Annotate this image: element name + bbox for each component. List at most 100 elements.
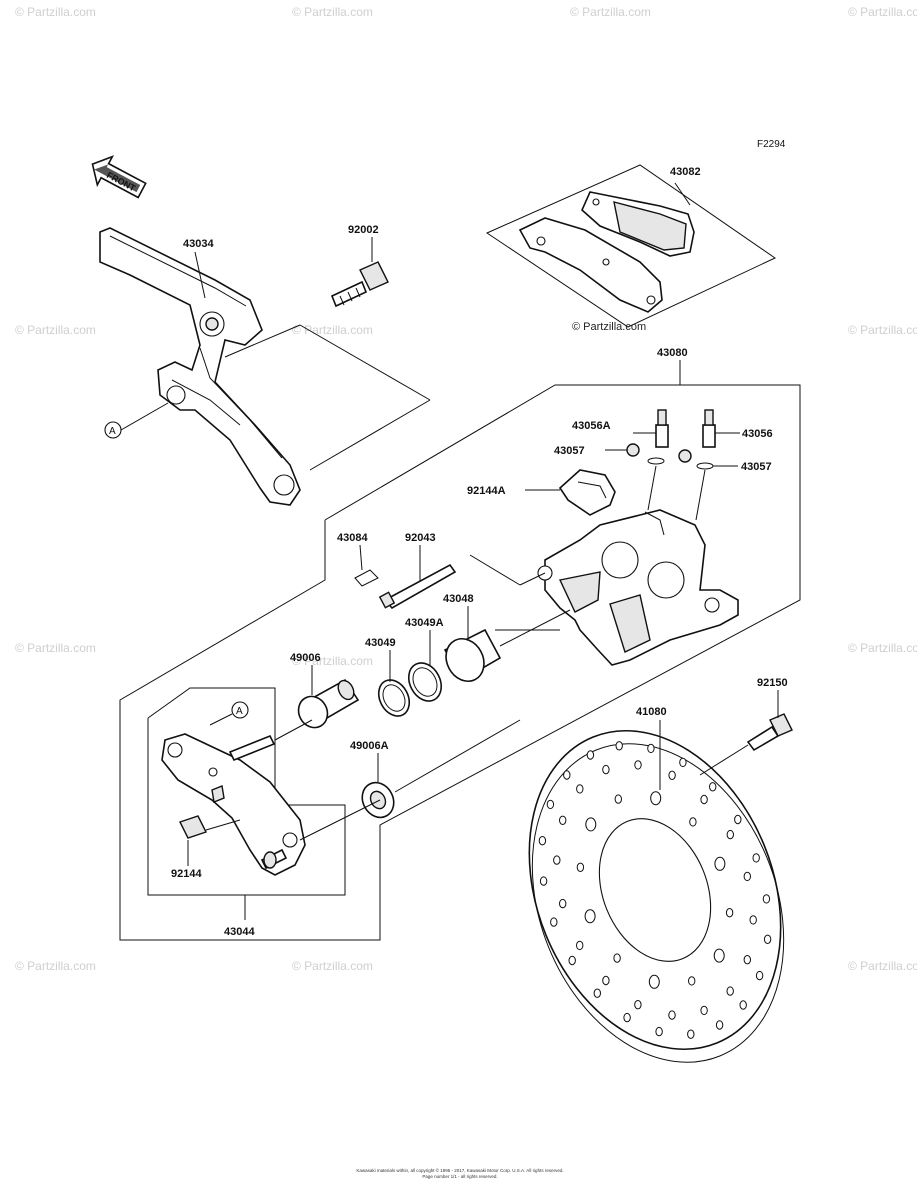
disc-hole — [726, 829, 734, 840]
part-label: 49006 — [290, 652, 321, 664]
disc-hole — [613, 953, 621, 963]
part-label: 43082 — [670, 166, 701, 178]
part-label: 92043 — [405, 532, 436, 544]
disc-hole — [714, 856, 726, 871]
part-label: 43056A — [572, 420, 611, 432]
disc-hole — [586, 750, 595, 760]
disc-hole — [553, 855, 561, 865]
caliper-bracket: 43034 A — [99, 227, 431, 506]
bolt-92002: 92002 — [330, 224, 389, 308]
disc-holes — [538, 741, 772, 1039]
disc-hole — [647, 743, 655, 754]
caliper-assembly: 43080 — [119, 347, 801, 941]
disc-hole — [743, 871, 751, 882]
part-label: 43049 — [365, 637, 396, 649]
watermark: © Partzilla.com — [15, 641, 96, 655]
disc-hole — [679, 757, 687, 768]
disc-hole — [538, 836, 547, 846]
part-label: 92144 — [171, 868, 202, 880]
disc-hole — [584, 909, 596, 924]
part-label: 43034 — [183, 238, 214, 250]
bolt-92150: 92150 — [699, 677, 793, 776]
disc-hole — [623, 1012, 631, 1023]
disc-hole — [634, 1000, 642, 1010]
disc-hole — [700, 794, 708, 805]
watermark: © Partzilla.com — [15, 959, 96, 973]
disc-hole — [688, 976, 696, 986]
disc-hole — [559, 898, 567, 909]
disc-hole — [734, 814, 742, 825]
disc-hole — [593, 988, 601, 998]
bleeder-valves: 43056A 43056 43057 43057 — [554, 409, 773, 521]
disc-hole — [762, 894, 771, 904]
disc-hole — [743, 955, 751, 965]
disc-hole — [585, 817, 597, 832]
watermark: © Partzilla.com — [848, 959, 917, 973]
part-label: 43057 — [554, 445, 585, 457]
part-label: 43049A — [405, 617, 444, 629]
pad-pin-group: 43084 92043 — [337, 532, 457, 610]
copyright-line: Kawasaki materials within, all copyright… — [356, 1167, 563, 1173]
reference-marker: A — [236, 706, 243, 717]
part-label: 43044 — [224, 926, 255, 938]
reference-marker: A — [109, 426, 116, 437]
disc-hole — [763, 934, 772, 944]
part-label: 41080 — [636, 706, 667, 718]
part-label: 92150 — [757, 677, 788, 689]
partzilla-credit: © Partzilla.com — [572, 321, 646, 333]
watermark: © Partzilla.com — [848, 641, 917, 655]
disc-hole — [668, 770, 676, 780]
disc-hole — [602, 764, 610, 775]
copyright-footer: Kawasaki materials within, all copyright… — [356, 1167, 563, 1179]
disc-hole — [755, 970, 764, 981]
disc-hole — [576, 862, 585, 872]
part-label: 92002 — [348, 224, 379, 236]
disc-hole — [655, 1026, 663, 1037]
brake-pads-group: 43082 © Partzilla.com — [485, 164, 777, 333]
disc-hole — [614, 794, 622, 804]
disc-hole — [715, 1020, 724, 1030]
watermark: © Partzilla.com — [292, 959, 373, 973]
slider-boots: 49006 49006A — [290, 652, 521, 819]
disc-hole — [749, 915, 757, 925]
watermark: © Partzilla.com — [848, 323, 917, 337]
disc-hole — [602, 975, 610, 986]
disc-hole — [546, 799, 555, 810]
disc-hole — [668, 1010, 676, 1020]
figure-code: F2294 — [757, 139, 786, 150]
part-label: 43048 — [443, 593, 474, 605]
watermark: © Partzilla.com — [292, 323, 373, 337]
brake-disc: 41080 — [528, 706, 785, 1063]
disc-hole — [725, 908, 734, 918]
part-label: 49006A — [350, 740, 389, 752]
caliper-holder-group: A 92144 43044 — [147, 687, 381, 938]
disc-hole — [713, 948, 725, 963]
copyright-line: Page number 1/1 - all rights reserved. — [422, 1174, 497, 1179]
disc-hole — [576, 940, 584, 951]
disc-hole — [648, 974, 660, 989]
disc-hole — [739, 1000, 747, 1010]
disc-hole — [576, 784, 584, 794]
disc-hole — [709, 782, 717, 792]
piston-group: 43048 43049A 43049 — [365, 593, 571, 717]
disc-hole — [650, 791, 662, 806]
pad-spring: 92144A — [467, 469, 616, 516]
disc-hole — [752, 853, 760, 863]
disc-hole — [700, 1005, 708, 1016]
disc-hole — [568, 955, 576, 966]
disc-hole — [726, 986, 734, 996]
watermark: © Partzilla.com — [848, 5, 917, 19]
watermark-grid: © Partzilla.com © Partzilla.com © Partzi… — [15, 5, 917, 973]
part-label: 92144A — [467, 485, 506, 497]
disc-hole — [689, 817, 697, 827]
disc-hole — [634, 760, 642, 770]
part-label: 43080 — [657, 347, 688, 359]
part-label: 43056 — [742, 428, 773, 440]
disc-hole — [563, 770, 571, 780]
front-arrow: FRONT — [91, 155, 147, 199]
disc-hole — [559, 815, 567, 825]
watermark: © Partzilla.com — [292, 654, 373, 668]
disc-hole — [550, 917, 558, 927]
